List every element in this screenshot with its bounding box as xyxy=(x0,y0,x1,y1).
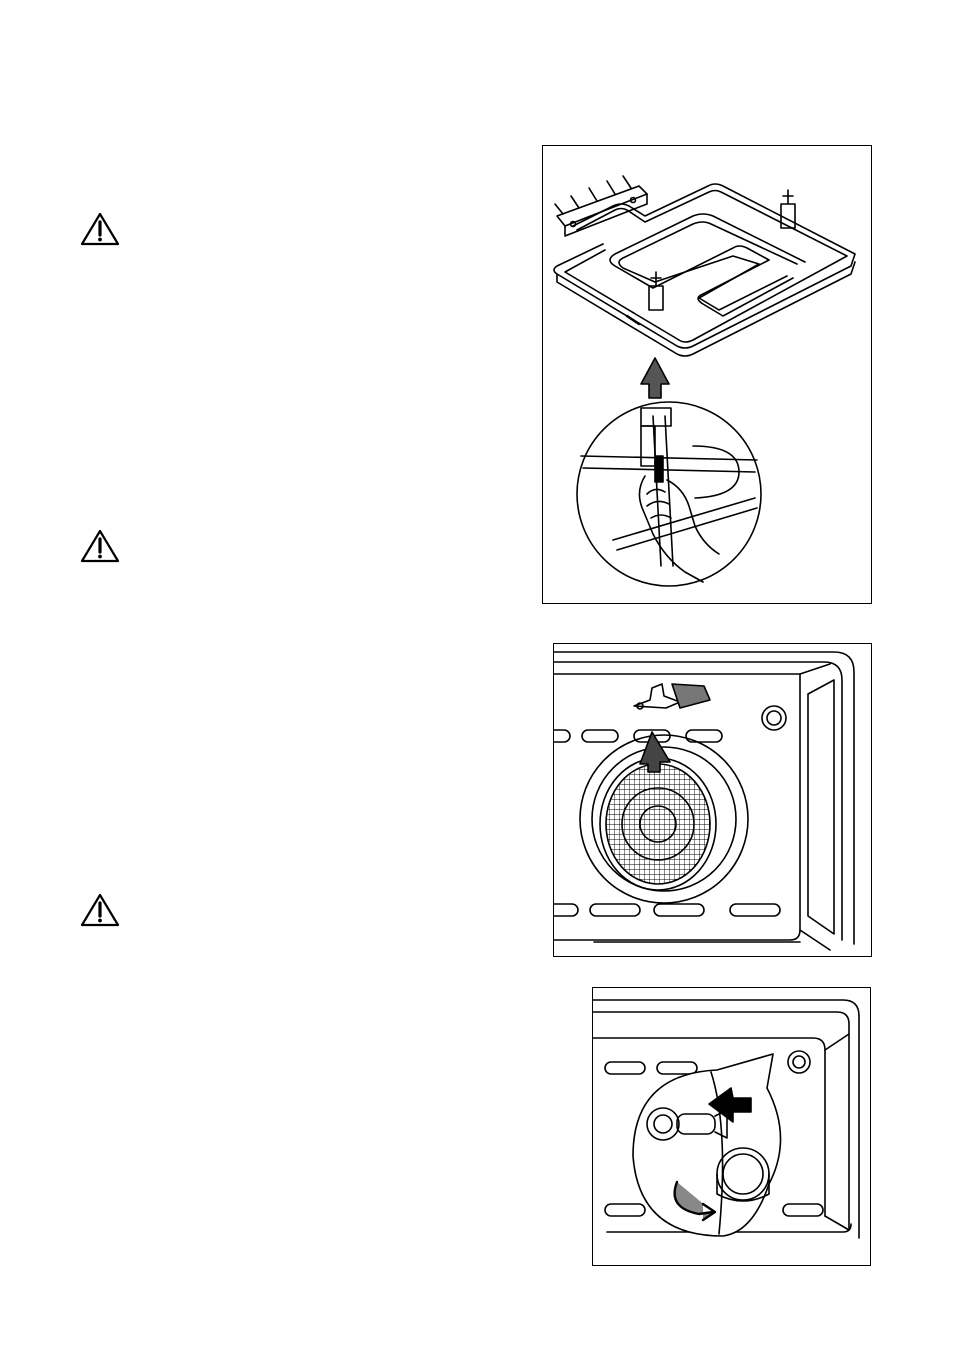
warning-triangle-icon xyxy=(80,529,120,563)
warning-triangle-icon xyxy=(80,893,120,927)
oven-lamp-figure xyxy=(592,987,871,1266)
warning-triangle-icon xyxy=(80,212,120,246)
grill-heating-element-illustration xyxy=(543,146,872,604)
oven-lamp-replacement-illustration xyxy=(593,988,871,1266)
grill-element-figure xyxy=(542,145,872,604)
fan-filter-illustration xyxy=(554,644,872,957)
fan-filter-figure xyxy=(553,643,872,957)
